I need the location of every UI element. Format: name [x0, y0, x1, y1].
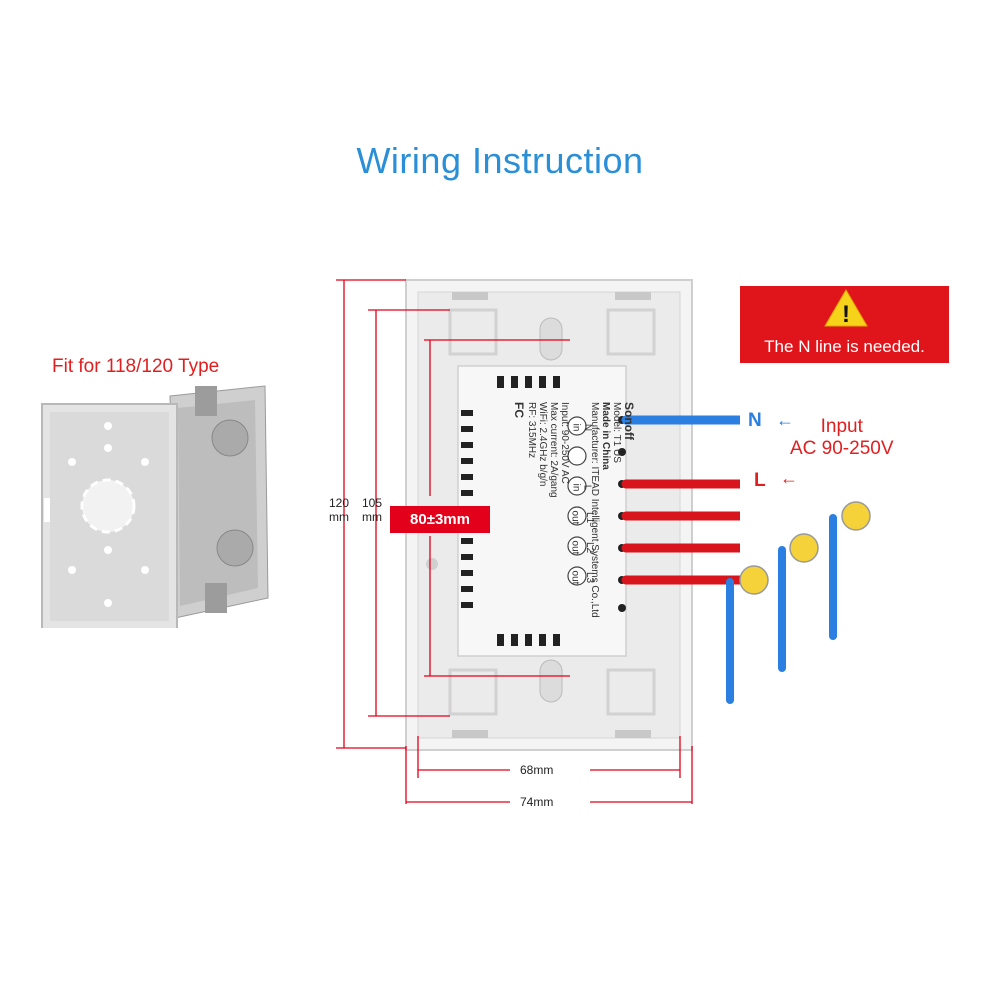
terminal-l-label: in [570, 483, 582, 492]
module-manufacturer: Manufacturer: ITEAD Intelligent Systems … [589, 402, 600, 618]
fc-mark: FC [512, 402, 526, 418]
live-label: L [754, 470, 766, 491]
junction-box-illustration [41, 385, 269, 628]
input-label-line1: Input [820, 416, 863, 437]
terminal-l-symbol: L [581, 484, 593, 491]
warning-banner: ! The N line is needed. [740, 286, 949, 363]
terminal-l3-label: out [569, 570, 581, 585]
terminal-n-label: in [570, 423, 582, 432]
load-wiring [726, 501, 871, 704]
dimension-unit: mm [329, 510, 349, 524]
box-fit-label: Fit for 118/120 Type [52, 356, 220, 377]
module-made-in: Made in China [600, 402, 611, 470]
module-input: Input: 90-250V AC [559, 402, 570, 484]
input-label-line2: AC 90-250V [790, 438, 894, 459]
arrow-left-icon: ← [776, 410, 794, 430]
page-title: Wiring Instruction [356, 140, 644, 181]
dimension-unit: mm [362, 510, 382, 524]
bulb-icon [841, 501, 871, 531]
dimension-105-value: 105 [361, 496, 383, 510]
terminal-l2-label: out [569, 540, 581, 555]
arrow-left-icon: ← [780, 468, 798, 488]
module-label-area: Sonoff Model: T1 US Made in China Manufa… [466, 392, 636, 662]
module-brand: Sonoff [622, 402, 636, 440]
terminal-n-symbol: N [582, 423, 594, 432]
module-model: Model: T1 US [611, 402, 622, 463]
dimension-68: 68mm [520, 763, 554, 777]
bulb-icon [789, 533, 819, 563]
neutral-label: N [748, 410, 762, 431]
terminal-l1-label: out [569, 510, 581, 525]
warning-icon: ! [824, 289, 868, 328]
dimension-105: 105 mm [355, 496, 389, 524]
warning-text: The N line is needed. [764, 337, 925, 356]
dimension-74: 74mm [520, 795, 554, 809]
module-rf: RF: 315MHz [526, 402, 537, 459]
warning-symbol: ! [842, 301, 850, 328]
input-voltage-label: Input AC 90-250V [790, 416, 894, 460]
module-current: Max current: 2A/gang [548, 402, 559, 498]
center-distance-badge: 80±3mm [390, 506, 490, 533]
terminal-l1-symbol: L1 [584, 511, 596, 524]
terminal-l2-symbol: L2 [584, 541, 596, 554]
dimension-120-value: 120 [328, 496, 350, 510]
module-wifi: WiFi: 2.4GHz b/g/n [537, 402, 548, 487]
bulb-icon [739, 565, 769, 595]
dimension-120: 120 mm [322, 496, 356, 524]
terminal-l3-symbol: L3 [584, 571, 596, 584]
